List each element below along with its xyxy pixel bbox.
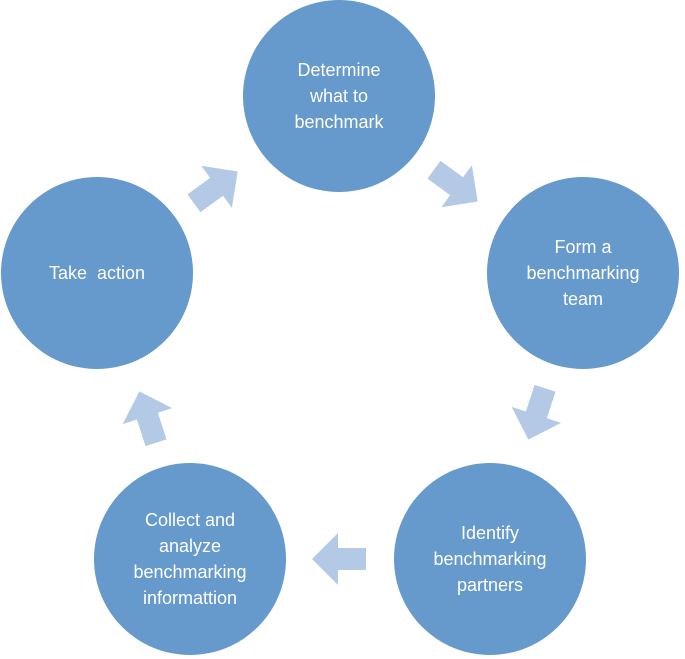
node-form-team-label: Form a benchmarking team bbox=[526, 237, 640, 309]
flow-arrow-identify-partners-to-collect-analyze bbox=[312, 533, 366, 585]
node-take-action-label: Take action bbox=[48, 263, 146, 283]
flow-arrow-collect-analyze-to-take-action bbox=[122, 391, 173, 447]
node-collect-analyze-circle bbox=[94, 463, 286, 655]
node-determine-label: Determine what to benchmark bbox=[294, 60, 384, 132]
flow-arrow-take-action-to-determine bbox=[187, 165, 238, 213]
node-identify-partners-label: Identify benchmarking partners bbox=[433, 523, 547, 595]
flow-arrow-form-team-to-identify-partners bbox=[511, 384, 562, 440]
node-form-team-circle bbox=[487, 177, 679, 369]
flow-arrow-determine-to-form-team bbox=[427, 160, 478, 208]
node-determine-circle bbox=[243, 0, 435, 192]
node-identify-partners-circle bbox=[394, 463, 586, 655]
node-take-action-circle bbox=[1, 177, 193, 369]
node-collect-analyze-label: Collect and analyze benchmarking informa… bbox=[133, 510, 247, 608]
